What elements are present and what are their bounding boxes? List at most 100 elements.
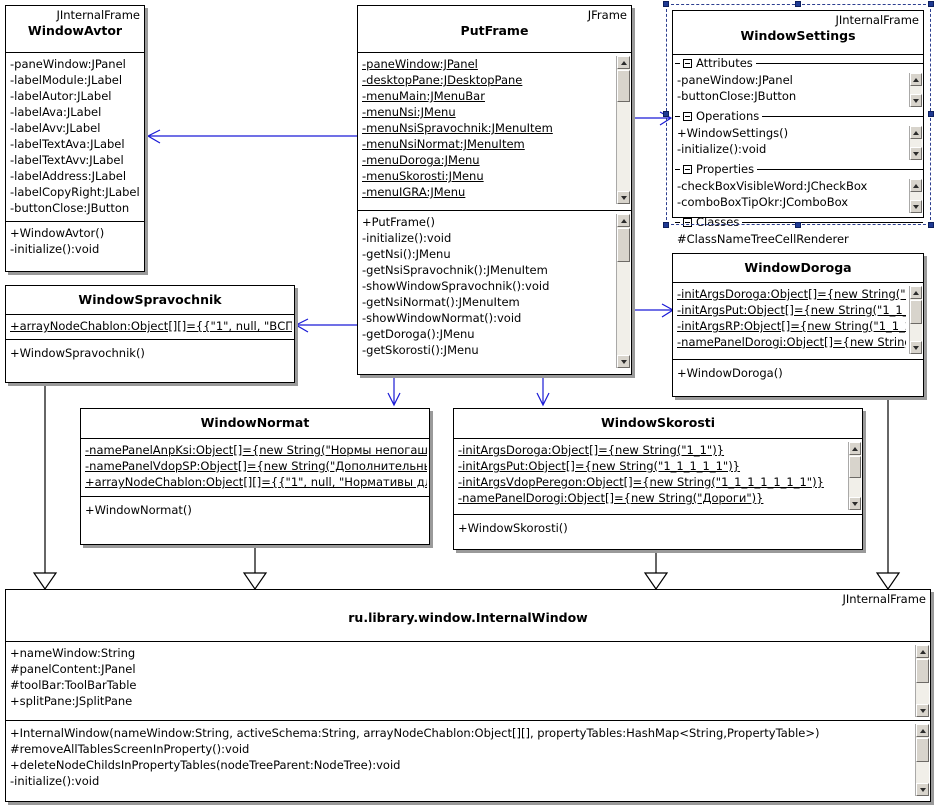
selection-handle-top-right[interactable] [928, 1, 934, 7]
scrollbar-thumb[interactable] [910, 300, 922, 324]
scrollbar-track[interactable] [910, 192, 922, 200]
collapse-minus-icon[interactable] [683, 112, 692, 121]
section-header-operations[interactable]: Operations [673, 108, 923, 125]
attributes-compartment: -initArgsDoroga:Object[]={new String("1_… [454, 439, 862, 515]
scroll-up-button[interactable] [910, 73, 922, 86]
stereotype-label: JInternalFrame [842, 592, 926, 606]
operations-compartment: +WindowSpravochnik() [6, 340, 294, 382]
dependency-putframe-windowskorosti [536, 376, 550, 407]
selection-handle-bottom-right[interactable] [928, 222, 934, 228]
scrollbar-thumb[interactable] [916, 738, 929, 762]
class-name-label: WindowDoroga [744, 260, 852, 275]
generalization-windownormat-internalwindow [242, 545, 268, 591]
attribute-item: -paneWindow:JPanel [677, 73, 793, 87]
selection-handle-middle-right[interactable] [928, 111, 934, 117]
scroll-up-button[interactable] [910, 179, 922, 192]
attribute-item: -menuNsiNormat:JMenuItem [362, 137, 525, 151]
scrollbar-thumb[interactable] [617, 70, 630, 102]
attribute-item: -labelAutor:JLabel [10, 89, 112, 103]
operations-scrollbar[interactable] [915, 724, 929, 796]
operation-item: +PutFrame() [362, 215, 435, 229]
class-box-internalwindow[interactable]: JInternalFrame ru.library.window.Interna… [5, 589, 931, 802]
scroll-up-button[interactable] [617, 214, 630, 227]
operations-scrollbar[interactable] [616, 214, 630, 368]
scroll-down-button[interactable] [617, 355, 630, 368]
selection-handle-top-left[interactable] [663, 1, 669, 7]
section-header-classes[interactable]: Classes [673, 214, 923, 231]
attribute-item: -menuDoroga:JMenu [362, 153, 480, 167]
attribute-item: -labelTextAva:JLabel [10, 137, 125, 151]
scroll-up-button[interactable] [617, 56, 630, 69]
selection-handle-top-center[interactable] [795, 1, 801, 7]
scroll-up-button[interactable] [910, 126, 922, 139]
scroll-down-button[interactable] [910, 341, 922, 354]
section-label: Operations [696, 109, 760, 123]
selection-handle-middle-left[interactable] [663, 111, 669, 117]
class-header-windownormat: WindowNormat [81, 409, 429, 439]
scroll-up-button[interactable] [916, 724, 929, 737]
scrollbar-thumb[interactable] [916, 659, 929, 683]
attributes-scrollbar[interactable] [909, 286, 922, 354]
scroll-down-button[interactable] [916, 704, 929, 717]
attribute-item: #toolBar:ToolBarTable [10, 678, 137, 692]
class-box-windowskorosti[interactable]: WindowSkorosti -initArgsDoroga:Object[]=… [453, 408, 863, 550]
scrollbar-thumb[interactable] [849, 456, 861, 478]
operation-item: +WindowSpravochnik() [10, 346, 145, 360]
generalization-windowskorosti-internalwindow [643, 550, 669, 591]
class-box-windowspravochnik[interactable]: WindowSpravochnik +arrayNodeChablon:Obje… [5, 285, 295, 383]
scroll-down-button[interactable] [849, 497, 861, 510]
class-box-windownormat[interactable]: WindowNormat -namePanelAnpKsi:Object[]={… [80, 408, 430, 545]
attribute-item: -desktopPane:JDesktopPane [362, 73, 523, 87]
scroll-down-button[interactable] [617, 191, 630, 204]
section-header-attributes[interactable]: Attributes [673, 55, 923, 72]
scroll-up-button[interactable] [849, 442, 861, 455]
attributes-compartment: +arrayNodeChablon:Object[][]={{"1", null… [6, 315, 294, 340]
attribute-item: -labelTextAvv:JLabel [10, 153, 124, 167]
attribute-item: -menuMain:JMenuBar [362, 89, 485, 103]
scroll-down-button[interactable] [910, 200, 922, 213]
attributes-compartment: -namePanelAnpKsi:Object[]={new String("Н… [81, 439, 429, 497]
collapse-minus-icon[interactable] [683, 59, 692, 68]
section-rule [762, 116, 923, 117]
attributes-scrollbar[interactable] [616, 56, 630, 204]
section-rule [757, 169, 923, 170]
section-body-operations: +WindowSettings() -initialize():void [673, 125, 923, 161]
operation-item: -initialize():void [10, 242, 100, 256]
class-box-putframe[interactable]: JFrame PutFrame -paneWindow:JPanel -desk… [357, 5, 632, 375]
class-box-windowavtor[interactable]: JInternalFrame WindowAvtor -paneWindow:J… [5, 5, 145, 272]
attributes-scrollbar[interactable] [909, 73, 922, 107]
scroll-up-button[interactable] [916, 645, 929, 658]
selection-handle-bottom-left[interactable] [663, 222, 669, 228]
operation-item: +WindowSkorosti() [458, 521, 568, 535]
section-header-properties[interactable]: Properties [673, 161, 923, 178]
class-box-windowsettings[interactable]: JInternalFrame WindowSettings Attributes… [672, 10, 924, 246]
collapse-minus-icon[interactable] [683, 218, 692, 227]
class-header-windowskorosti: WindowSkorosti [454, 409, 862, 439]
section-lead-rule [675, 222, 680, 223]
operation-item: +WindowAvtor() [10, 226, 105, 240]
attributes-scrollbar[interactable] [915, 645, 929, 717]
attribute-item: -initArgsVdopPeregon:Object[]={new Strin… [458, 475, 824, 489]
scroll-down-button[interactable] [910, 147, 922, 160]
scrollbar-track[interactable] [910, 139, 922, 147]
collapse-minus-icon[interactable] [683, 165, 692, 174]
scroll-up-button[interactable] [910, 286, 922, 299]
scroll-down-button[interactable] [916, 783, 929, 796]
section-lead-rule [675, 169, 680, 170]
attribute-item: -labelAva:JLabel [10, 105, 102, 119]
attributes-scrollbar[interactable] [848, 442, 861, 510]
attribute-item: -namePanelVdopSP:Object[]={new String("Д… [85, 459, 427, 473]
operations-scrollbar[interactable] [909, 126, 922, 160]
class-header-windowspravochnik: WindowSpravochnik [6, 286, 294, 315]
selection-handle-bottom-center[interactable] [795, 222, 801, 228]
scrollbar-track[interactable] [910, 86, 922, 94]
scroll-down-button[interactable] [910, 94, 922, 107]
properties-scrollbar[interactable] [909, 179, 922, 213]
class-box-windowdoroga[interactable]: WindowDoroga -initArgsDoroga:Object[]={n… [672, 253, 924, 397]
operation-item: #removeAllTablesScreenInProperty():void [10, 742, 250, 756]
attribute-item: +splitPane:JSplitPane [10, 694, 133, 708]
section-body-classes: #ClassNameTreeCellRenderer [673, 231, 923, 250]
property-item: -checkBoxVisibleWord:JCheckBox [677, 179, 868, 193]
scrollbar-thumb[interactable] [617, 228, 630, 262]
